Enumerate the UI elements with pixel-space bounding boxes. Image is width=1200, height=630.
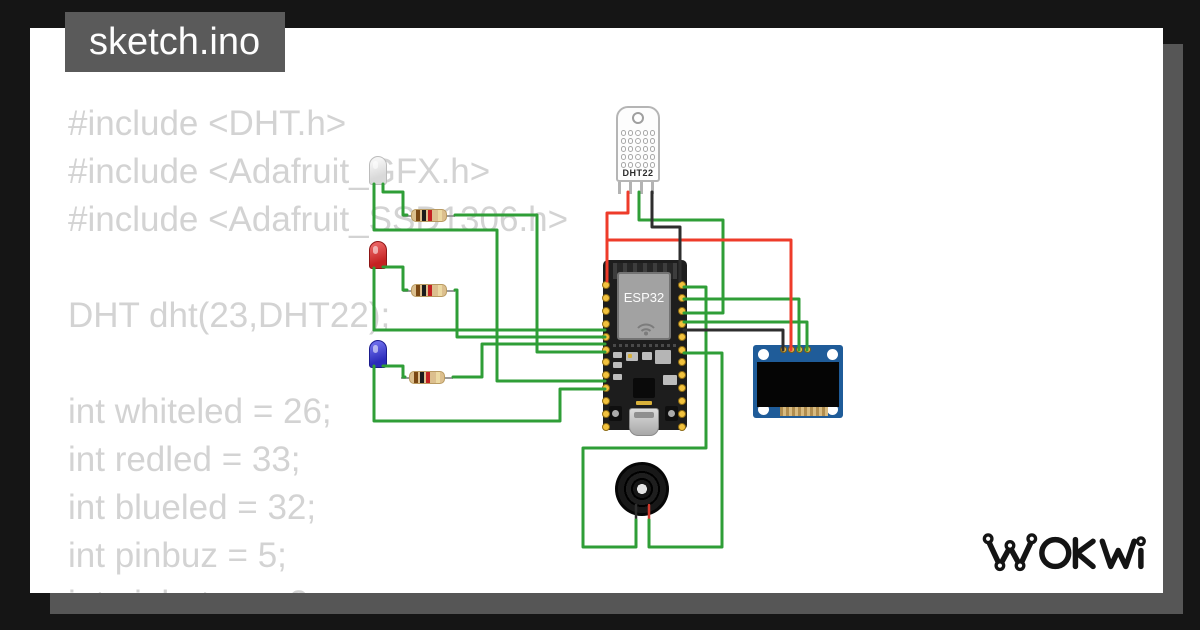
dht22-sensor: DHT22 — [616, 106, 660, 182]
dht22-pin — [651, 182, 654, 194]
oled-screen — [757, 362, 839, 407]
esp32-chip — [633, 378, 655, 398]
code-line: #include <Adafruit_SSD1306.h> — [68, 200, 569, 239]
esp32-via-row — [613, 344, 677, 347]
code-line: int pinboton = 2; — [68, 580, 1163, 593]
sketch-title-tab: sketch.ino — [65, 12, 285, 72]
resistor-3 — [401, 371, 453, 384]
red-led — [369, 241, 387, 269]
esp32-pin-column-left — [602, 281, 611, 431]
code-line: int pinbuz = 5; — [68, 536, 287, 575]
dht22-pin — [629, 182, 632, 194]
wokwi-logo-icon — [982, 533, 1146, 572]
code-line: #include <DHT.h> — [68, 104, 347, 143]
wokwi-logo: WOKWI — [978, 527, 1146, 579]
dht22-vents — [621, 130, 656, 170]
dht22-mount-hole — [632, 112, 644, 124]
esp32-shield: ESP32 — [617, 272, 671, 340]
esp32-label: ESP32 — [623, 290, 665, 305]
dht22-pin — [618, 182, 621, 194]
oled-flex-connector — [780, 407, 828, 416]
code-line: int blueled = 32; — [68, 488, 317, 527]
sketch-filename: sketch.ino — [89, 21, 261, 63]
blue-led — [369, 340, 387, 368]
code-line: int redled = 33; — [68, 440, 301, 479]
wifi-logo-icon — [637, 323, 655, 336]
code-line: int whiteled = 26; — [68, 392, 332, 431]
code-listing: #include <DHT.h> #include <Adafruit_GFX.… — [68, 100, 1163, 593]
paper-sheet: #include <DHT.h> #include <Adafruit_GFX.… — [30, 28, 1163, 593]
resistor-2 — [403, 284, 455, 297]
oled-pin-vcc — [788, 346, 795, 353]
oled-pin-sda — [804, 346, 811, 353]
dht22-pin — [640, 182, 643, 194]
oled-pin-gnd — [780, 346, 787, 353]
oled-display — [753, 345, 843, 418]
piezo-buzzer — [615, 462, 669, 516]
dht22-label: DHT22 — [622, 168, 654, 178]
white-led — [369, 156, 387, 185]
esp32-pin-column-right — [678, 281, 687, 431]
oled-pin-scl — [796, 346, 803, 353]
code-line: DHT dht(23,DHT22); — [68, 296, 391, 335]
esp32-boot-button — [665, 406, 678, 421]
esp32-usb-connector — [629, 408, 659, 436]
esp32-board: ESP32 — [602, 260, 687, 436]
resistor-1 — [403, 209, 455, 222]
